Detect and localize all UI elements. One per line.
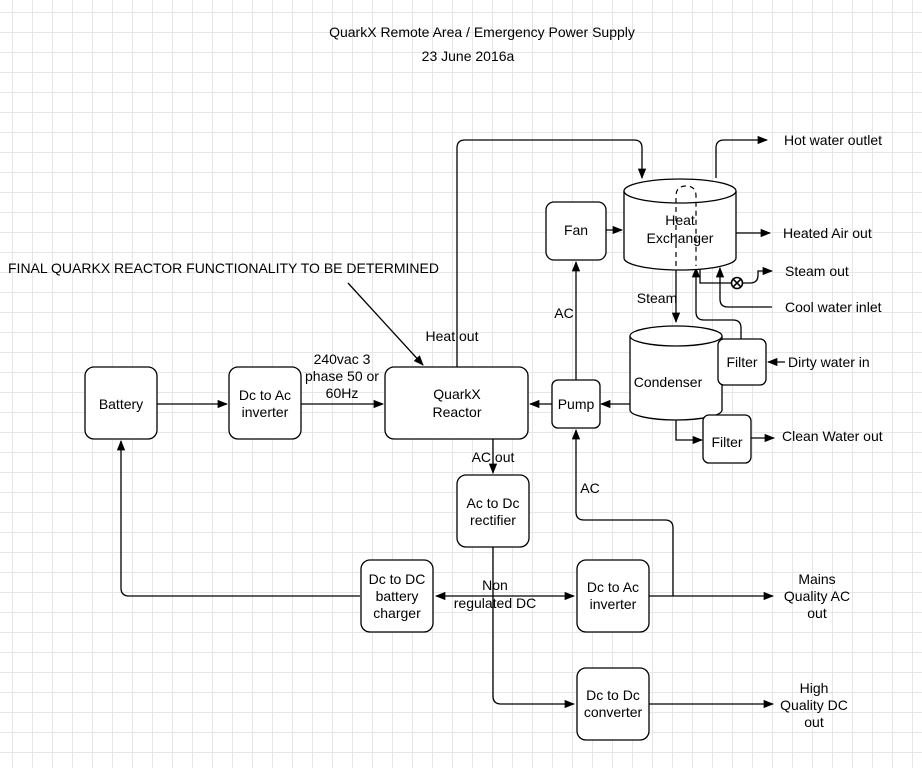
mains-ac-label-3: out	[807, 605, 827, 621]
filter-dirty-node[interactable]: Filter	[717, 338, 767, 386]
cool-water-inlet-line	[715, 266, 772, 308]
pump-node[interactable]: Pump	[551, 379, 601, 429]
heat-out-label: Heat out	[426, 328, 479, 344]
battery-label: Battery	[99, 396, 143, 412]
reactor-label-1: QuarkX	[433, 386, 481, 402]
filter-clean-node[interactable]: Filter	[702, 414, 752, 464]
converter-label-2: converter	[584, 704, 643, 720]
supply-label-2: phase 50 or	[305, 368, 379, 384]
steam-out-label: Steam out	[785, 263, 849, 279]
non-regulated-label-1: Non	[482, 577, 508, 593]
rectifier-label-1: Ac to Dc	[467, 495, 520, 511]
exchanger-coil	[675, 185, 697, 266]
inverter-to-pump-line	[571, 428, 674, 596]
steam-out-line	[699, 266, 774, 284]
condenser-to-filter-line	[675, 416, 704, 445]
inverter-bottom-label-2: inverter	[590, 596, 637, 612]
rectifier-to-converter-line	[492, 547, 576, 709]
steam-valve-icon	[730, 276, 744, 290]
ac-pump-label: AC	[580, 480, 599, 496]
condenser-node[interactable]: Condenser	[629, 325, 723, 421]
ac-out-label: AC out	[472, 449, 515, 465]
exchanger-label-2: Exchanger	[647, 230, 714, 246]
charger-label-2: battery	[376, 588, 419, 604]
high-dc-label-3: out	[804, 714, 824, 730]
dc-ac-inverter-bottom-node[interactable]: Dc to Ac inverter	[576, 559, 650, 633]
inverter-top-label-2: inverter	[242, 404, 289, 420]
filter-dirty-label: Filter	[726, 354, 757, 370]
supply-label-1: 240vac 3	[314, 351, 371, 367]
converter-label-1: Dc to Dc	[586, 687, 640, 703]
pump-label: Pump	[558, 396, 595, 412]
high-dc-label-2: Quality DC	[780, 697, 848, 713]
note-arrow	[347, 282, 424, 366]
dirty-water-in-label: Dirty water in	[788, 354, 870, 370]
quarkx-reactor-node[interactable]: QuarkX Reactor	[384, 366, 529, 440]
high-dc-label-1: High	[800, 680, 829, 696]
charger-label-1: Dc to DC	[369, 571, 426, 587]
inverter-top-label-1: Dc to Ac	[239, 387, 291, 403]
filter-clean-label: Filter	[711, 434, 742, 450]
charger-to-battery-line	[116, 439, 360, 597]
mains-ac-label-2: Quality AC	[784, 588, 850, 604]
heat-out-line	[456, 139, 647, 367]
exchanger-label-1: Heat	[665, 212, 695, 228]
supply-label-3: 60Hz	[326, 385, 359, 401]
heated-air-out-label: Heated Air out	[783, 225, 872, 241]
functionality-note: FINAL QUARKX REACTOR FUNCTIONALITY TO BE…	[8, 260, 439, 276]
battery-charger-node[interactable]: Dc to DC battery charger	[360, 559, 434, 633]
diagram-title: QuarkX Remote Area / Emergency Power Sup…	[329, 24, 635, 40]
ac-fan-label: AC	[554, 305, 573, 321]
non-regulated-label-2: regulated DC	[454, 595, 537, 611]
dc-ac-inverter-top-node[interactable]: Dc to Ac inverter	[228, 366, 302, 440]
charger-label-3: charger	[373, 605, 421, 621]
battery-node[interactable]: Battery	[84, 366, 158, 440]
inverter-bottom-label-1: Dc to Ac	[587, 579, 639, 595]
hot-water-out-line	[715, 135, 769, 178]
condenser-label: Condenser	[634, 374, 703, 390]
steam-label: Steam	[637, 290, 677, 306]
rectifier-label-2: rectifier	[470, 512, 516, 528]
dc-dc-converter-node[interactable]: Dc to Dc converter	[576, 667, 650, 741]
reactor-label-2: Reactor	[432, 404, 481, 420]
filter-to-exchanger-line	[691, 266, 742, 339]
ac-dc-rectifier-node[interactable]: Ac to Dc rectifier	[456, 474, 530, 548]
fan-label: Fan	[564, 222, 588, 238]
mains-ac-label-1: Mains	[798, 571, 835, 587]
fan-node[interactable]: Fan	[545, 201, 607, 261]
hot-water-outlet-label: Hot water outlet	[784, 132, 882, 148]
cool-water-inlet-label: Cool water inlet	[785, 299, 882, 315]
diagram-date: 23 June 2016a	[422, 48, 515, 64]
heat-exchanger-node[interactable]: Heat Exchanger	[623, 178, 737, 271]
clean-water-out-label: Clean Water out	[782, 428, 883, 444]
